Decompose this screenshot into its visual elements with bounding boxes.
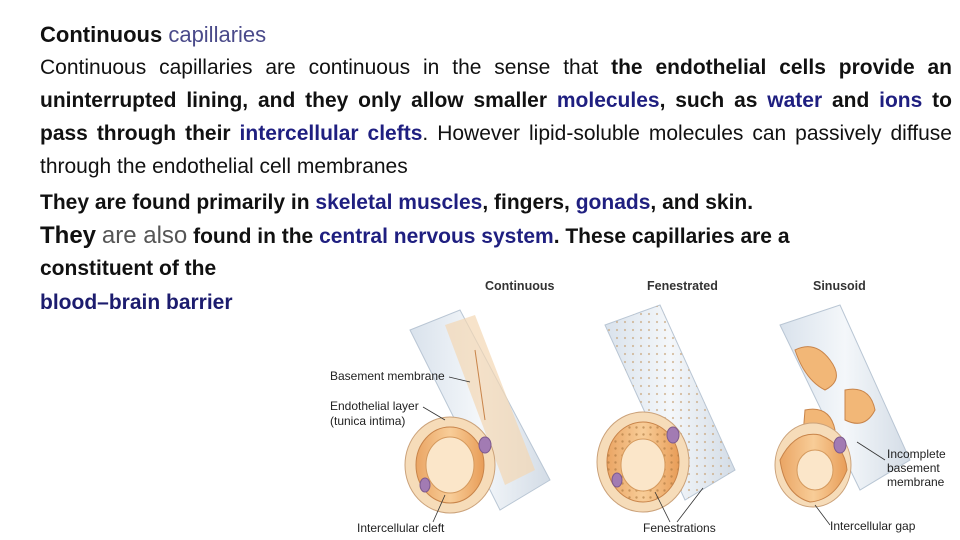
p3-text-c: found in the (193, 225, 314, 248)
leader-incomplete (856, 441, 886, 461)
link-molecules[interactable]: molecules (556, 89, 660, 112)
label-incomplete-1: Incomplete (887, 447, 946, 461)
p2-text-a: They are found primarily in (40, 191, 310, 214)
label-basement-membrane: Basement membrane (330, 369, 445, 383)
title-lead: Continuous (40, 22, 163, 47)
link-gonads[interactable]: gonads (575, 191, 651, 214)
paragraph-locations: They are found primarily in skeletal mus… (40, 186, 952, 219)
label-tunica-intima: (tunica intima) (330, 414, 405, 428)
p3-text-e: . These capillaries are a (553, 225, 790, 248)
label-intercellular-cleft: Intercellular cleft (357, 521, 445, 535)
heading-fenestrated: Fenestrated (647, 279, 718, 293)
link-water[interactable]: water (767, 89, 823, 112)
link-intercellular-clefts[interactable]: intercellular clefts (239, 122, 423, 145)
fenestrated-capillary (596, 304, 736, 513)
label-intercellular-gap: Intercellular gap (830, 519, 916, 533)
continuous-capillary (404, 309, 551, 514)
title-rest: capillaries (168, 22, 267, 47)
link-central-nervous-system[interactable]: central nervous system (319, 225, 554, 248)
capillary-illustration: Continuous Fenestrated Sinusoid (330, 279, 946, 535)
paragraph-constituent: constituent of the (40, 257, 217, 280)
link-blood-brain-barrier[interactable]: blood–brain barrier (40, 291, 233, 314)
link-skeletal-muscles[interactable]: skeletal muscles (315, 191, 483, 214)
leader-cleft (432, 494, 446, 523)
slide-title: Continuous capillaries (40, 20, 266, 50)
leader-endothelial (422, 406, 446, 421)
heading-sinusoid: Sinusoid (813, 279, 866, 293)
p3-text-a: They (40, 222, 97, 249)
label-fenestrations: Fenestrations (643, 521, 716, 535)
sinusoid-capillary (774, 304, 911, 508)
paragraph-cns: They are also found in the central nervo… (40, 219, 952, 253)
leader-fenestrations-1 (654, 491, 671, 523)
leader-basement (448, 376, 471, 383)
p3-text-b: are also (101, 222, 188, 249)
p1-text-d: , such as (659, 89, 758, 112)
p1-text-f: and (831, 89, 870, 112)
p2-text-c: , fingers, (482, 191, 570, 214)
p1-text-j: . However lipid-soluble molecules can pa… (40, 122, 952, 178)
p1-text-b: the endothelial cells provide an uninter… (40, 56, 952, 112)
label-incomplete-2: basement (887, 461, 940, 475)
label-incomplete-3: membrane (887, 475, 945, 489)
label-endothelial-layer: Endothelial layer (330, 399, 419, 413)
leader-gap (814, 504, 831, 526)
link-ions[interactable]: ions (879, 89, 923, 112)
p2-text-e: , and skin. (650, 191, 754, 214)
p1-text-h: to pass through their (40, 89, 952, 145)
p1-text-a: Continuous capillaries are continuous in… (40, 56, 599, 79)
paragraph-continuous-description: Continuous capillaries are continuous in… (40, 51, 952, 183)
heading-continuous: Continuous (485, 279, 554, 293)
leader-fenestrations-2 (676, 487, 704, 523)
capillary-types-figure: Continuous Fenestrated Sinusoid (325, 270, 955, 540)
